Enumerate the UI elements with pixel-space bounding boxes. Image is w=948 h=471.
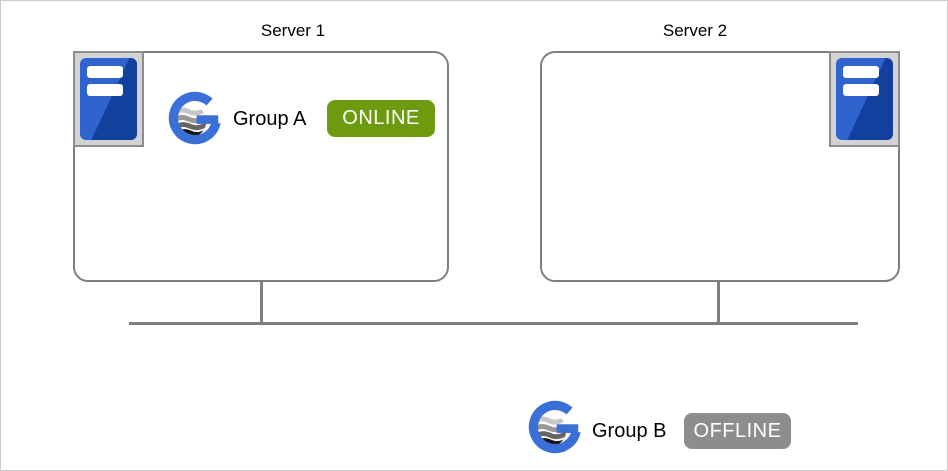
server1-label: Server 1 — [260, 21, 326, 40]
server2-tower-server-icon — [829, 51, 900, 147]
group-a-label: Group A — [233, 108, 307, 130]
server1-network-connector — [260, 282, 263, 324]
tower-body — [836, 58, 893, 140]
server1-tower-server-icon — [73, 51, 144, 147]
group-b-status-badge: OFFLINE — [684, 413, 791, 449]
tower-slot — [87, 84, 123, 96]
tower-slot — [843, 84, 879, 96]
group-b-sphere-icon — [528, 400, 582, 454]
group-a-status-badge: ONLINE — [327, 100, 435, 137]
server2-label: Server 2 — [662, 21, 728, 40]
tower-body — [80, 58, 137, 140]
group-a-sphere-icon — [168, 91, 222, 145]
network-bus-line — [129, 322, 858, 325]
group-b-label: Group B — [592, 420, 667, 442]
tower-slot — [843, 66, 879, 78]
server2-network-connector — [717, 282, 720, 324]
tower-slot — [87, 66, 123, 78]
